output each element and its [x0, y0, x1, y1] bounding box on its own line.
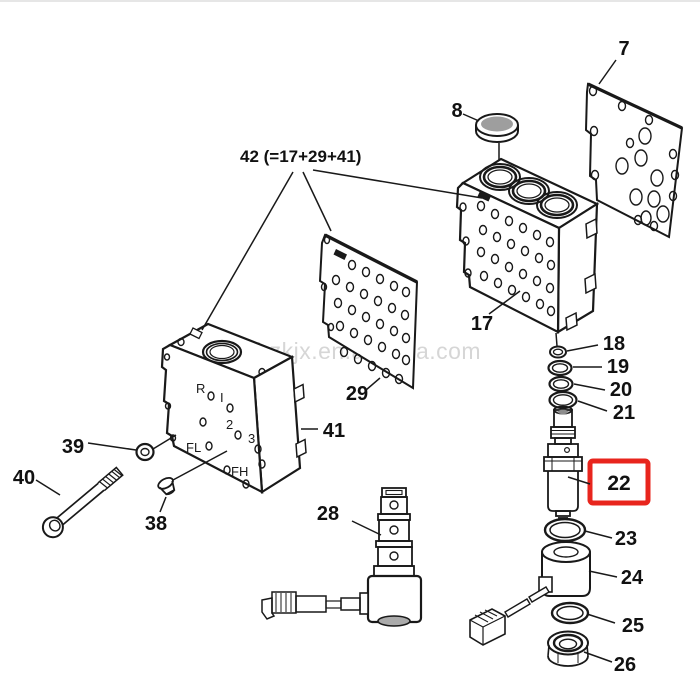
part-28-solenoid-valve — [261, 487, 423, 627]
part-label-20: 20 — [610, 379, 632, 401]
part-19-oring — [547, 359, 573, 377]
part-label-41: 41 — [323, 420, 345, 442]
part-label-8: 8 — [451, 100, 462, 122]
part-label-17: 17 — [471, 313, 493, 335]
part-label-24: 24 — [621, 567, 644, 589]
part-label-21: 21 — [613, 402, 635, 424]
part-label-19: 19 — [607, 356, 629, 378]
part-label-18: 18 — [603, 333, 625, 355]
part-21-oring — [548, 390, 578, 410]
marking-fh: FH — [231, 464, 248, 479]
part-label-7: 7 — [618, 38, 629, 60]
part-38-plug — [157, 476, 176, 496]
leader-lines — [35, 59, 618, 663]
part-23-oring — [543, 517, 587, 543]
part-18-oring — [549, 345, 567, 359]
part-label-40: 40 — [13, 467, 35, 489]
part-29-gasket-plate — [318, 233, 419, 390]
part-17-valve-body — [455, 157, 600, 347]
marking-2: 2 — [226, 417, 233, 432]
part-label-22: 22 — [607, 472, 630, 495]
part-24-solenoid-coil — [469, 541, 591, 646]
part-label-28: 28 — [317, 503, 339, 525]
part-39-washer — [135, 442, 155, 462]
part-label-29: 29 — [346, 383, 368, 405]
cable-connector — [261, 591, 361, 620]
mounting-holes — [588, 85, 680, 232]
highlight-box-part-22: 22 — [587, 458, 651, 506]
part-26-nut — [547, 630, 589, 667]
part-40-bolt — [41, 466, 124, 539]
marking-3: 3 — [248, 431, 255, 446]
part-20-oring — [548, 375, 574, 393]
port-markings: R I 2 3 FL FH — [186, 381, 255, 479]
cable-connector — [469, 608, 506, 646]
assembly-label-42: 42 (=17+29+41) — [240, 147, 361, 166]
marking-r: R — [196, 381, 205, 396]
pilot-holes — [459, 200, 556, 317]
part-labels: 7 8 17 18 19 20 21 23 24 25 26 28 29 38 … — [13, 38, 644, 676]
part-41-valve-body: R I 2 3 FL FH — [160, 322, 307, 494]
part-25-oring — [550, 601, 590, 625]
bore-openings — [479, 163, 578, 219]
part-label-39: 39 — [62, 436, 84, 458]
part-label-25: 25 — [622, 615, 644, 637]
gasket-holes — [320, 235, 411, 385]
part-label-23: 23 — [615, 528, 637, 550]
part-22-cartridge-valve — [543, 405, 583, 520]
part-label-38: 38 — [145, 513, 167, 535]
part-7-cover-plate — [584, 82, 684, 239]
marking-fl: FL — [186, 440, 201, 455]
part-label-26: 26 — [614, 654, 636, 676]
marking-1: I — [220, 390, 224, 405]
